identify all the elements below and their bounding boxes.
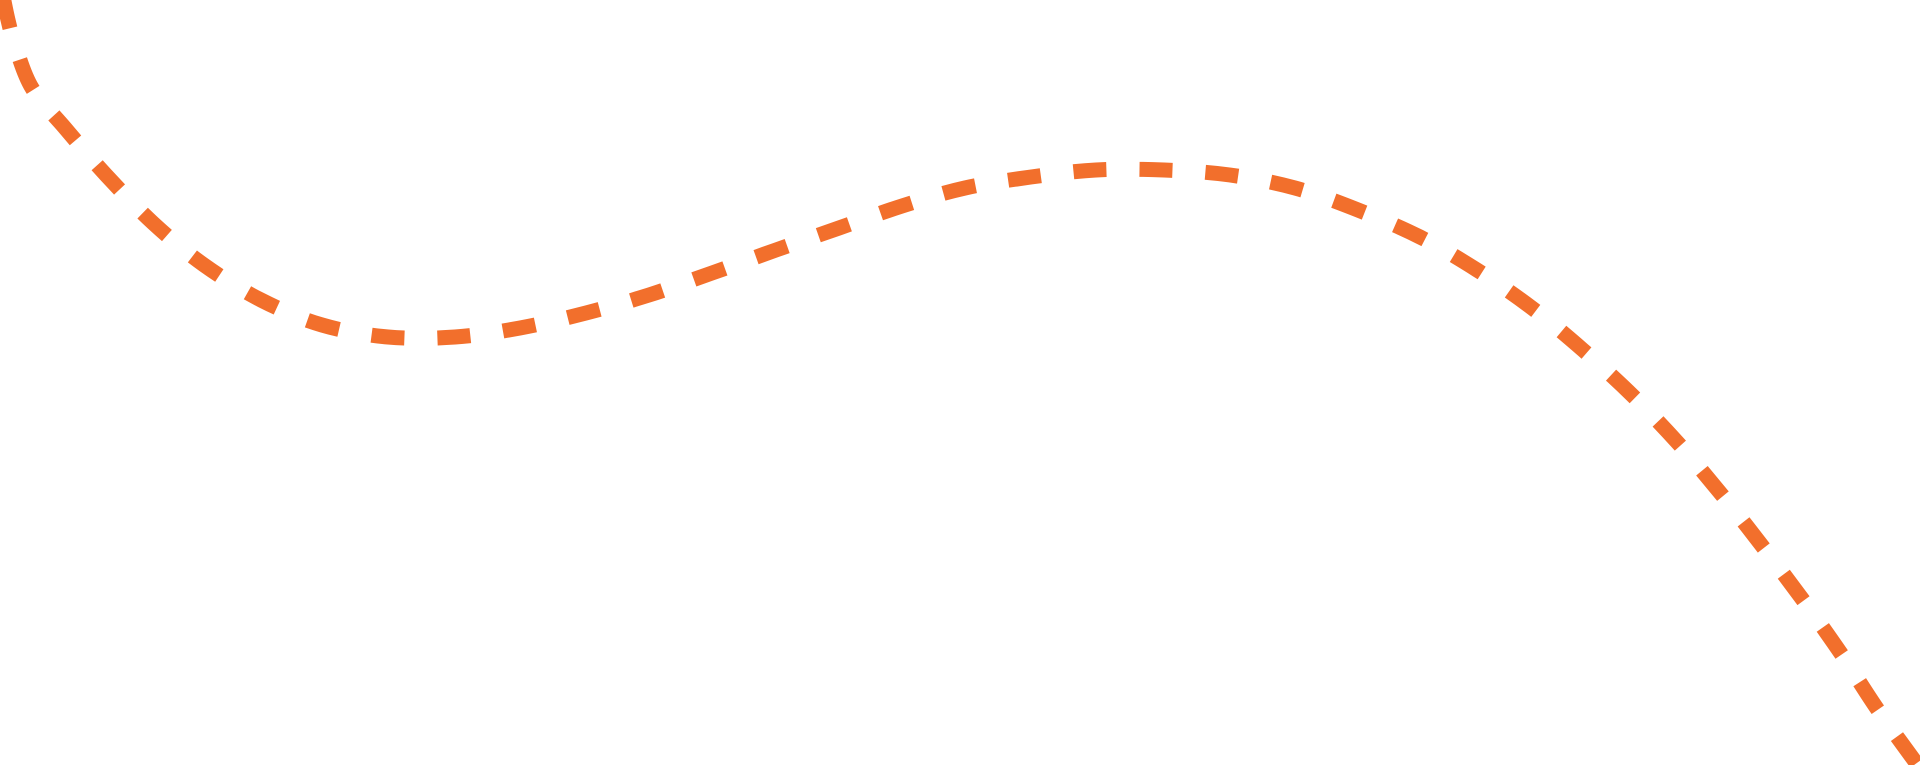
decorative-canvas [0,0,1920,770]
decorative-dashed-curve-graphic [0,0,1920,770]
dashed-wave-curve [0,0,1920,770]
